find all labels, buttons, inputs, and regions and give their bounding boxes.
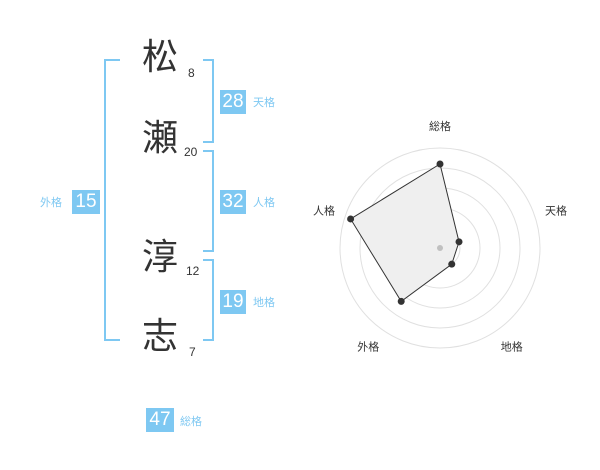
radar-axis-label: 地格: [501, 340, 523, 354]
tenkaku-label: 天格: [253, 96, 275, 109]
tenkaku-value: 28: [220, 90, 246, 114]
gaikaku-bracket: [104, 59, 120, 341]
kanji-1: 松: [142, 37, 179, 78]
radar-area: [349, 163, 460, 303]
radar-center-dot: [437, 245, 443, 251]
radar-axis-label: 人格: [313, 203, 335, 217]
jinkaku-value: 32: [220, 190, 246, 214]
radar-axis-label: 外格: [357, 340, 379, 354]
stroke-count-2: 20: [184, 145, 198, 159]
chikaku-bracket: [203, 259, 214, 341]
radar-ring: [339, 147, 541, 349]
kanji-3: 淳: [142, 237, 179, 278]
soukaku-label: 総格: [180, 415, 202, 428]
kanji-2: 瀬: [142, 118, 179, 159]
radar-axis-label: 総格: [429, 119, 451, 133]
radar-point: [347, 215, 355, 223]
radar-point: [455, 238, 463, 246]
stroke-count-1: 8: [188, 66, 195, 80]
gaikaku-label: 外格: [40, 196, 62, 209]
kanji-4: 志: [142, 316, 179, 357]
chikaku-label: 地格: [253, 296, 275, 309]
tenkaku-bracket: [203, 59, 214, 143]
soukaku-value: 47: [146, 408, 174, 432]
stroke-count-3: 12: [186, 264, 200, 278]
gaikaku-value: 15: [72, 190, 100, 214]
radar-point: [397, 297, 405, 305]
jinkaku-bracket: [203, 150, 214, 252]
jinkaku-label: 人格: [253, 196, 275, 209]
radar-point: [436, 160, 444, 168]
stroke-count-4: 7: [189, 345, 196, 359]
radar-axis-label: 天格: [545, 203, 567, 217]
chikaku-value: 19: [220, 290, 246, 314]
radar-point: [448, 260, 456, 268]
